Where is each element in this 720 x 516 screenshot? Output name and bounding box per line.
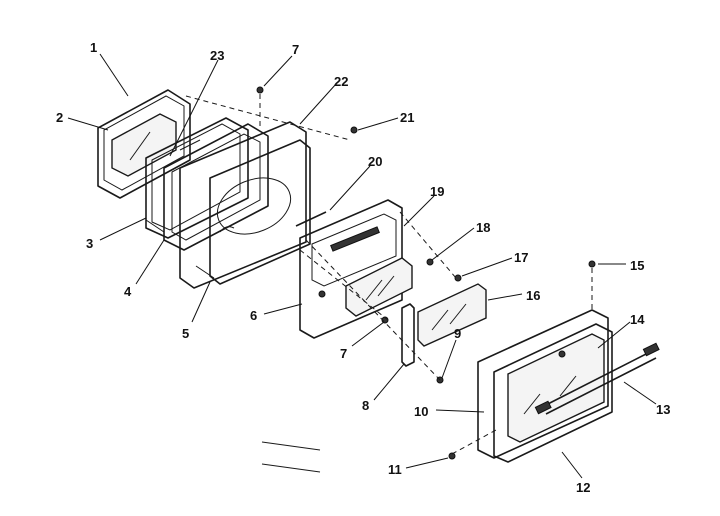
callout-12: 12 xyxy=(576,480,590,495)
callout-7-top: 7 xyxy=(292,42,299,57)
callout-3: 3 xyxy=(86,236,93,251)
screw-7-top xyxy=(256,86,264,94)
callout-13: 13 xyxy=(656,402,670,417)
callout-5: 5 xyxy=(182,326,189,341)
callout-20: 20 xyxy=(368,154,382,169)
callout-8: 8 xyxy=(362,398,369,413)
part-1-door-liner xyxy=(97,89,191,199)
callout-2: 2 xyxy=(56,110,63,125)
callout-1: 1 xyxy=(90,40,97,55)
callout-14: 14 xyxy=(630,312,645,327)
callout-11: 11 xyxy=(388,462,402,477)
part-10-outer-door xyxy=(477,309,613,463)
part-6-inner-door-panel xyxy=(299,199,403,339)
screw-11 xyxy=(448,452,456,460)
callout-22: 22 xyxy=(334,74,348,89)
callout-9: 9 xyxy=(454,326,461,341)
callout-23: 23 xyxy=(210,48,224,63)
callout-17: 17 xyxy=(514,250,528,265)
part-13-door-handle xyxy=(534,342,660,415)
part-19-glass xyxy=(345,257,413,317)
screw-15 xyxy=(588,260,596,268)
callout-21: 21 xyxy=(400,110,414,125)
callout-15: 15 xyxy=(630,258,644,273)
callout-4: 4 xyxy=(124,284,132,299)
part-8-hinge-bracket xyxy=(401,303,415,367)
part-23-window-pack xyxy=(145,117,249,239)
screw-21 xyxy=(350,126,358,134)
leader-lines xyxy=(67,53,657,479)
callout-19: 19 xyxy=(430,184,444,199)
clip-18 xyxy=(426,258,434,266)
assembly-lines xyxy=(185,94,593,455)
callout-18: 18 xyxy=(476,220,490,235)
stray-marks xyxy=(261,441,321,473)
callout-10: 10 xyxy=(414,404,428,419)
rod-20 xyxy=(295,211,327,227)
screw-17 xyxy=(454,274,462,282)
callout-16: 16 xyxy=(526,288,540,303)
part-5-door-baffle xyxy=(179,121,311,289)
callout-6: 6 xyxy=(250,308,257,323)
part-16-glass xyxy=(417,283,487,347)
callout-7-bottom: 7 xyxy=(340,346,347,361)
